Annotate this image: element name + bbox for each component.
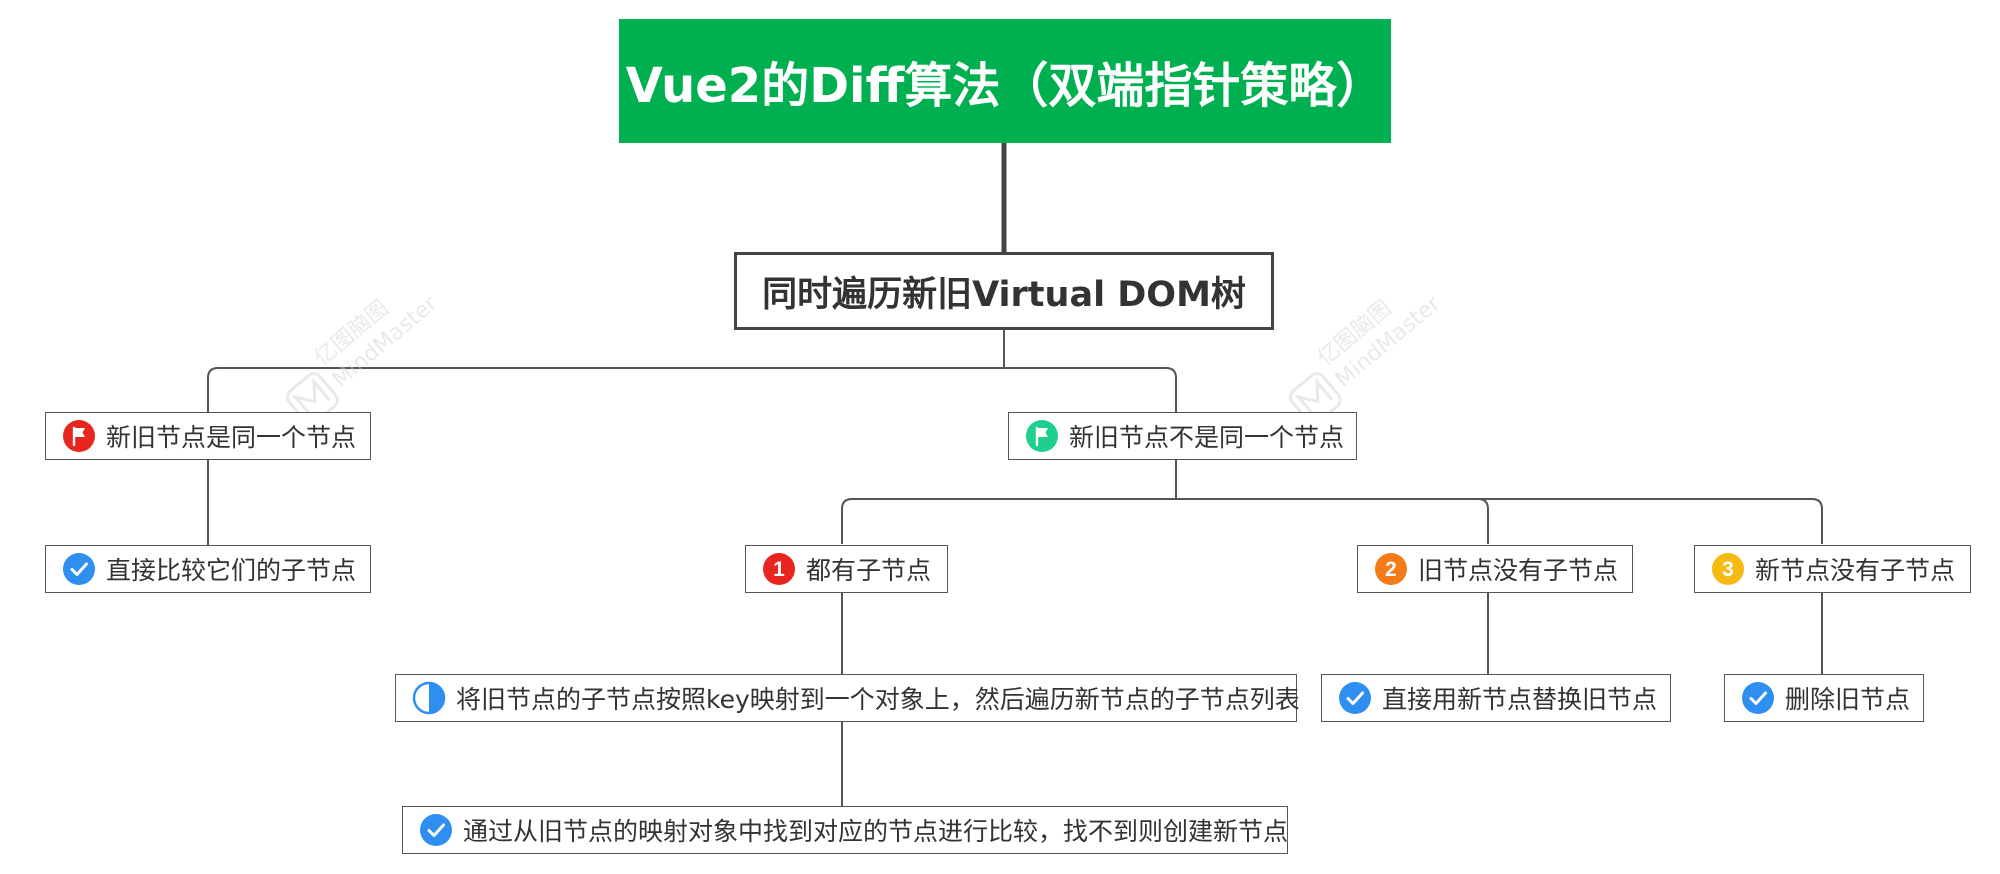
topic-label: 都有子节点 [806,556,932,585]
topic-replace-old[interactable]: 直接用新节点替换旧节点 [1321,674,1671,722]
topic-label: 新旧节点不是同一个节点 [1069,423,1345,452]
topic-label: 将旧节点的子节点按照key映射到一个对象上，然后遍历新节点的子节点列表 [456,685,1300,714]
topic-label: 新节点没有子节点 [1755,556,1956,585]
blue-check-icon [420,814,452,846]
topic-label: 直接用新节点替换旧节点 [1382,685,1658,714]
root-topic-label: Vue2的Diff算法（双端指针策略） [625,58,1385,114]
topic-map-keys[interactable]: 将旧节点的子节点按照key映射到一个对象上，然后遍历新节点的子节点列表 [395,674,1300,722]
topic-find-and-compare[interactable]: 通过从旧节点的映射对象中找到对应的节点进行比较，找不到则创建新节点 [402,806,1288,854]
topic-label: 直接比较它们的子节点 [106,556,357,585]
main-connector [207,330,1177,412]
half-circle-icon [412,681,446,715]
red-flag-icon [63,420,95,452]
main-topic[interactable]: 同时遍历新旧Virtual DOM树 [734,252,1274,330]
watermark-logo: 亿图脑图 MindMaster [285,291,443,425]
green-flag-icon [1026,420,1058,452]
topic-delete-old[interactable]: 删除旧节点 [1724,674,1924,722]
topic-label: 旧节点没有子节点 [1418,556,1619,585]
orange-number-2-icon: 2 [1375,553,1407,585]
red-number-1-icon: 1 [763,553,795,585]
root-topic[interactable]: Vue2的Diff算法（双端指针策略） [619,19,1391,143]
topic-compare-children[interactable]: 直接比较它们的子节点 [45,545,371,593]
main-topic-label: 同时遍历新旧Virtual DOM树 [762,274,1246,315]
topic-new-no-children[interactable]: 3 新节点没有子节点 [1694,545,1971,593]
svg-text:1: 1 [773,558,785,581]
topic-label: 通过从旧节点的映射对象中找到对应的节点进行比较，找不到则创建新节点 [463,817,1289,846]
watermark-logo: 亿图脑图 MindMaster [1288,291,1446,425]
topic-old-no-children[interactable]: 2 旧节点没有子节点 [1357,545,1633,593]
blue-check-icon [1339,682,1371,714]
svg-text:3: 3 [1722,558,1734,581]
topic-different-node[interactable]: 新旧节点不是同一个节点 [1008,412,1357,460]
topic-both-have-children[interactable]: 1 都有子节点 [745,545,948,593]
topic-label: 删除旧节点 [1785,685,1911,714]
blue-check-icon [1742,682,1774,714]
topic-label: 新旧节点是同一个节点 [106,423,357,452]
different-connector [841,460,1823,544]
topic-same-node[interactable]: 新旧节点是同一个节点 [45,412,371,460]
svg-text:2: 2 [1385,558,1397,581]
blue-check-icon [63,553,95,585]
yellow-number-3-icon: 3 [1712,553,1744,585]
